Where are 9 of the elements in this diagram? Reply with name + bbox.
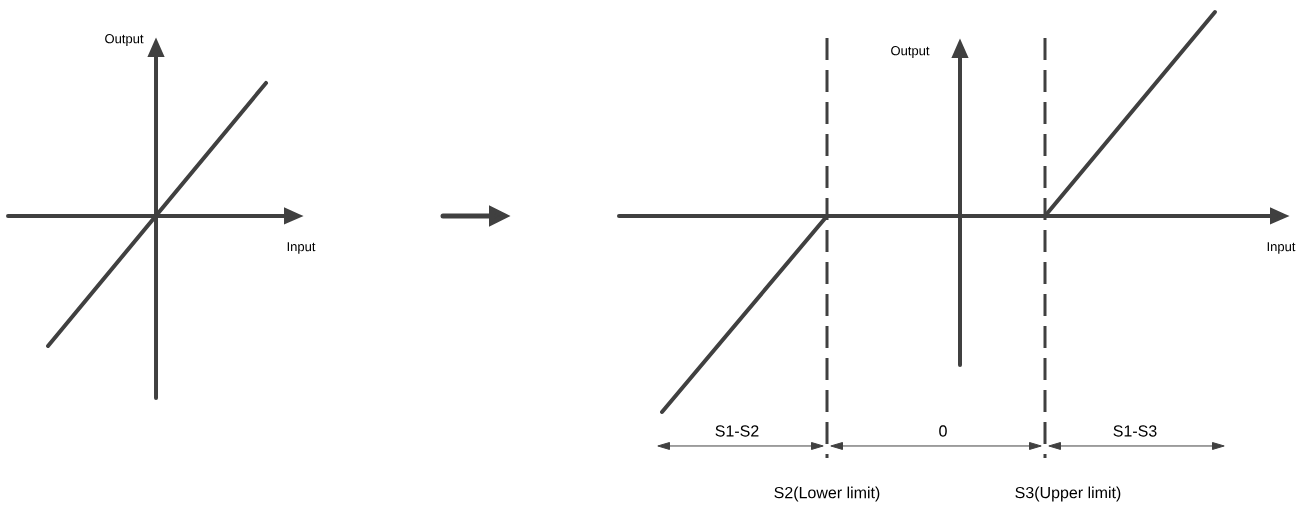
dimension-label: S1-S3 (1113, 425, 1157, 437)
limit-label: S2(Lower limit) (774, 486, 880, 502)
dimension-label: S1-S2 (715, 425, 759, 437)
limit-label: S3(Upper limit) (1015, 486, 1121, 502)
axis-label: Input (1267, 242, 1296, 254)
axis-label: Input (287, 242, 316, 254)
axis-label: Output (105, 34, 144, 46)
dimension-label: 0 (939, 425, 947, 437)
axis-label: Output (891, 46, 930, 58)
